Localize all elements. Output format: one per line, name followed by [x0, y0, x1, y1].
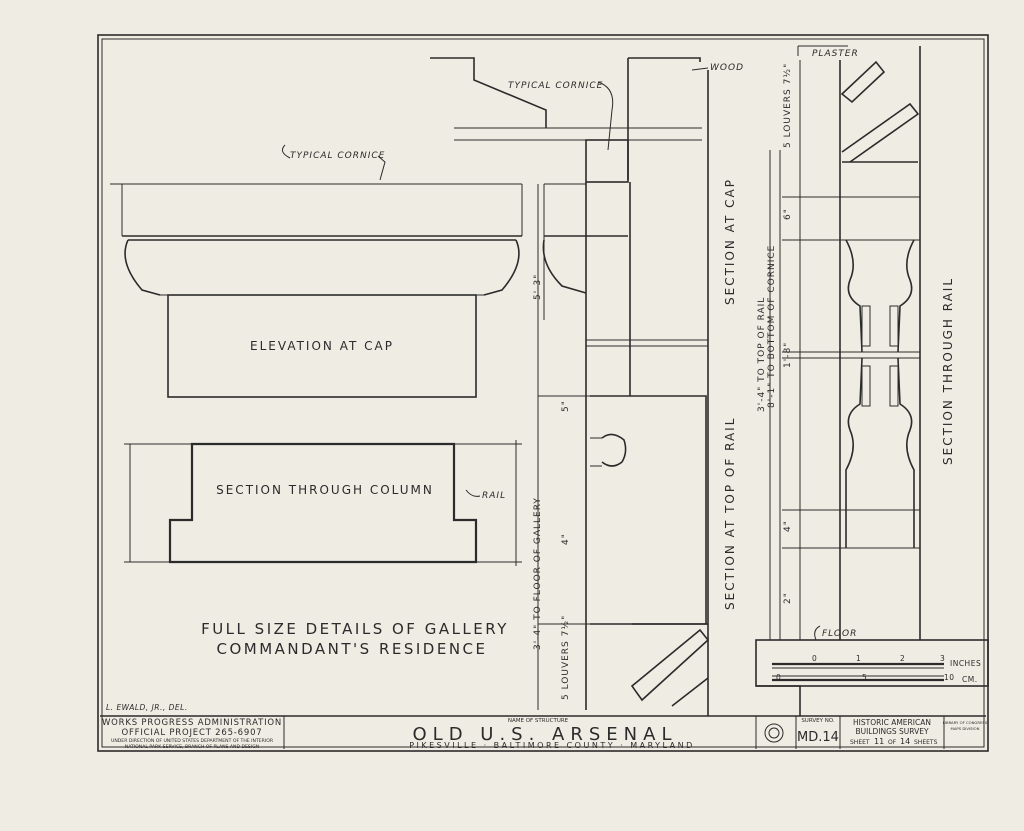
habs-line2: BUILDINGS SURVEY [855, 727, 928, 736]
label-section-at-top-of-rail: SECTION AT TOP OF RAIL [723, 417, 737, 610]
dim-floor-of-gallery: 3'-4" TO FLOOR OF GALLERY [533, 497, 543, 650]
dim-top-of-rail: 3'-4" TO TOP OF RAIL [757, 297, 767, 412]
survey-no: MD.14 [797, 730, 839, 745]
dim-4: 4" [561, 533, 571, 545]
label-wood: WOOD [710, 63, 744, 73]
leader-rail [465, 489, 481, 497]
outer-border [97, 34, 989, 752]
wpa-line4: NATIONAL PARK SERVICE, BRANCH OF PLANS A… [125, 744, 259, 750]
wpa-line1: WORKS PROGRESS ADMINISTRATION [102, 718, 282, 728]
scale-cm-10: 10 [944, 673, 955, 682]
dim-2: 2" [783, 592, 793, 604]
dim-5-3: 5'-3" [533, 274, 543, 300]
scale-cm-0: 0 [776, 673, 781, 682]
louvers-bottom: 5 LOUVERS 7½" [561, 615, 571, 700]
scale-inch-0: 0 [812, 654, 817, 663]
sheet-total: 14 [900, 737, 910, 746]
label-typical-cornice-top: TYPICAL CORNICE [508, 81, 603, 91]
leader-cornice-top [597, 81, 614, 151]
section-through-rail-drawing [769, 45, 921, 641]
leader-floor [814, 625, 821, 641]
dim-4b: 4" [783, 520, 793, 532]
label-section-at-cap: SECTION AT CAP [723, 178, 737, 305]
label-floor: FLOOR [822, 629, 857, 639]
leader-cornice-left [281, 144, 291, 159]
dim-bottom-of-cornice: 8'-1" TO BOTTOM OF CORNICE [767, 245, 777, 408]
inner-border [101, 38, 985, 748]
scale-inch-2: 2 [900, 654, 905, 663]
structure-name: OLD U.S. ARSENAL [413, 724, 678, 745]
dim-1-8: 1'-8" [783, 342, 793, 368]
wpa-line3: UNDER DIRECTION OF UNITED STATES DEPARTM… [111, 738, 274, 744]
elevation-at-cap-drawing [110, 183, 523, 398]
sheet-number: 11 [874, 737, 884, 746]
survey-no-label: SURVEY NO. [801, 718, 835, 724]
structure-location: PIKESVILLE · BALTIMORE COUNTY · MARYLAND [409, 741, 695, 750]
habs-line1: HISTORIC AMERICAN [853, 718, 931, 727]
scale-inch-1: 1 [856, 654, 861, 663]
sheet-word: SHEET [850, 739, 870, 746]
label-section-through-column: SECTION THROUGH COLUMN [216, 483, 434, 497]
label-elevation-at-cap: ELEVATION AT CAP [250, 339, 394, 353]
leader-wood [691, 67, 709, 71]
louvers-top: 5 LOUVERS 7½" [783, 63, 793, 148]
wpa-line2: OFFICIAL PROJECT 265-6907 [121, 728, 262, 738]
section-at-cap-drawing [430, 57, 710, 716]
label-plaster: PLASTER [812, 49, 859, 59]
dim-6: 6" [783, 208, 793, 220]
loc-line1: LIBRARY OF CONGRESS [943, 720, 988, 725]
label-typical-cornice-left: TYPICAL CORNICE [290, 151, 385, 161]
section-through-column-drawing [124, 440, 522, 566]
title-block [100, 715, 986, 749]
scale-inch-unit: INCHES [950, 659, 981, 668]
scale-cm-5: 5 [862, 673, 867, 682]
sheet-title-line2: COMMANDANT'S RESIDENCE [216, 640, 487, 658]
scale-cm-unit: CM. [962, 675, 978, 684]
label-rail: RAIL [482, 491, 506, 501]
loc-line2: MAPS DIVISION [951, 726, 980, 731]
dim-5: 5" [561, 400, 571, 412]
name-of-structure-label: NAME OF STRUCTURE [508, 718, 569, 724]
delineator: L. EWALD, JR., DEL. [106, 703, 188, 712]
scale-inch-3: 3 [940, 654, 945, 663]
of-word: OF [888, 739, 897, 746]
label-section-through-rail: SECTION THROUGH RAIL [941, 277, 955, 465]
leader-cornice-left-2 [377, 155, 386, 181]
scale-bar [755, 639, 989, 716]
sheet-title-line1: FULL SIZE DETAILS OF GALLERY [201, 620, 509, 638]
sheets-word: SHEETS [914, 739, 938, 746]
